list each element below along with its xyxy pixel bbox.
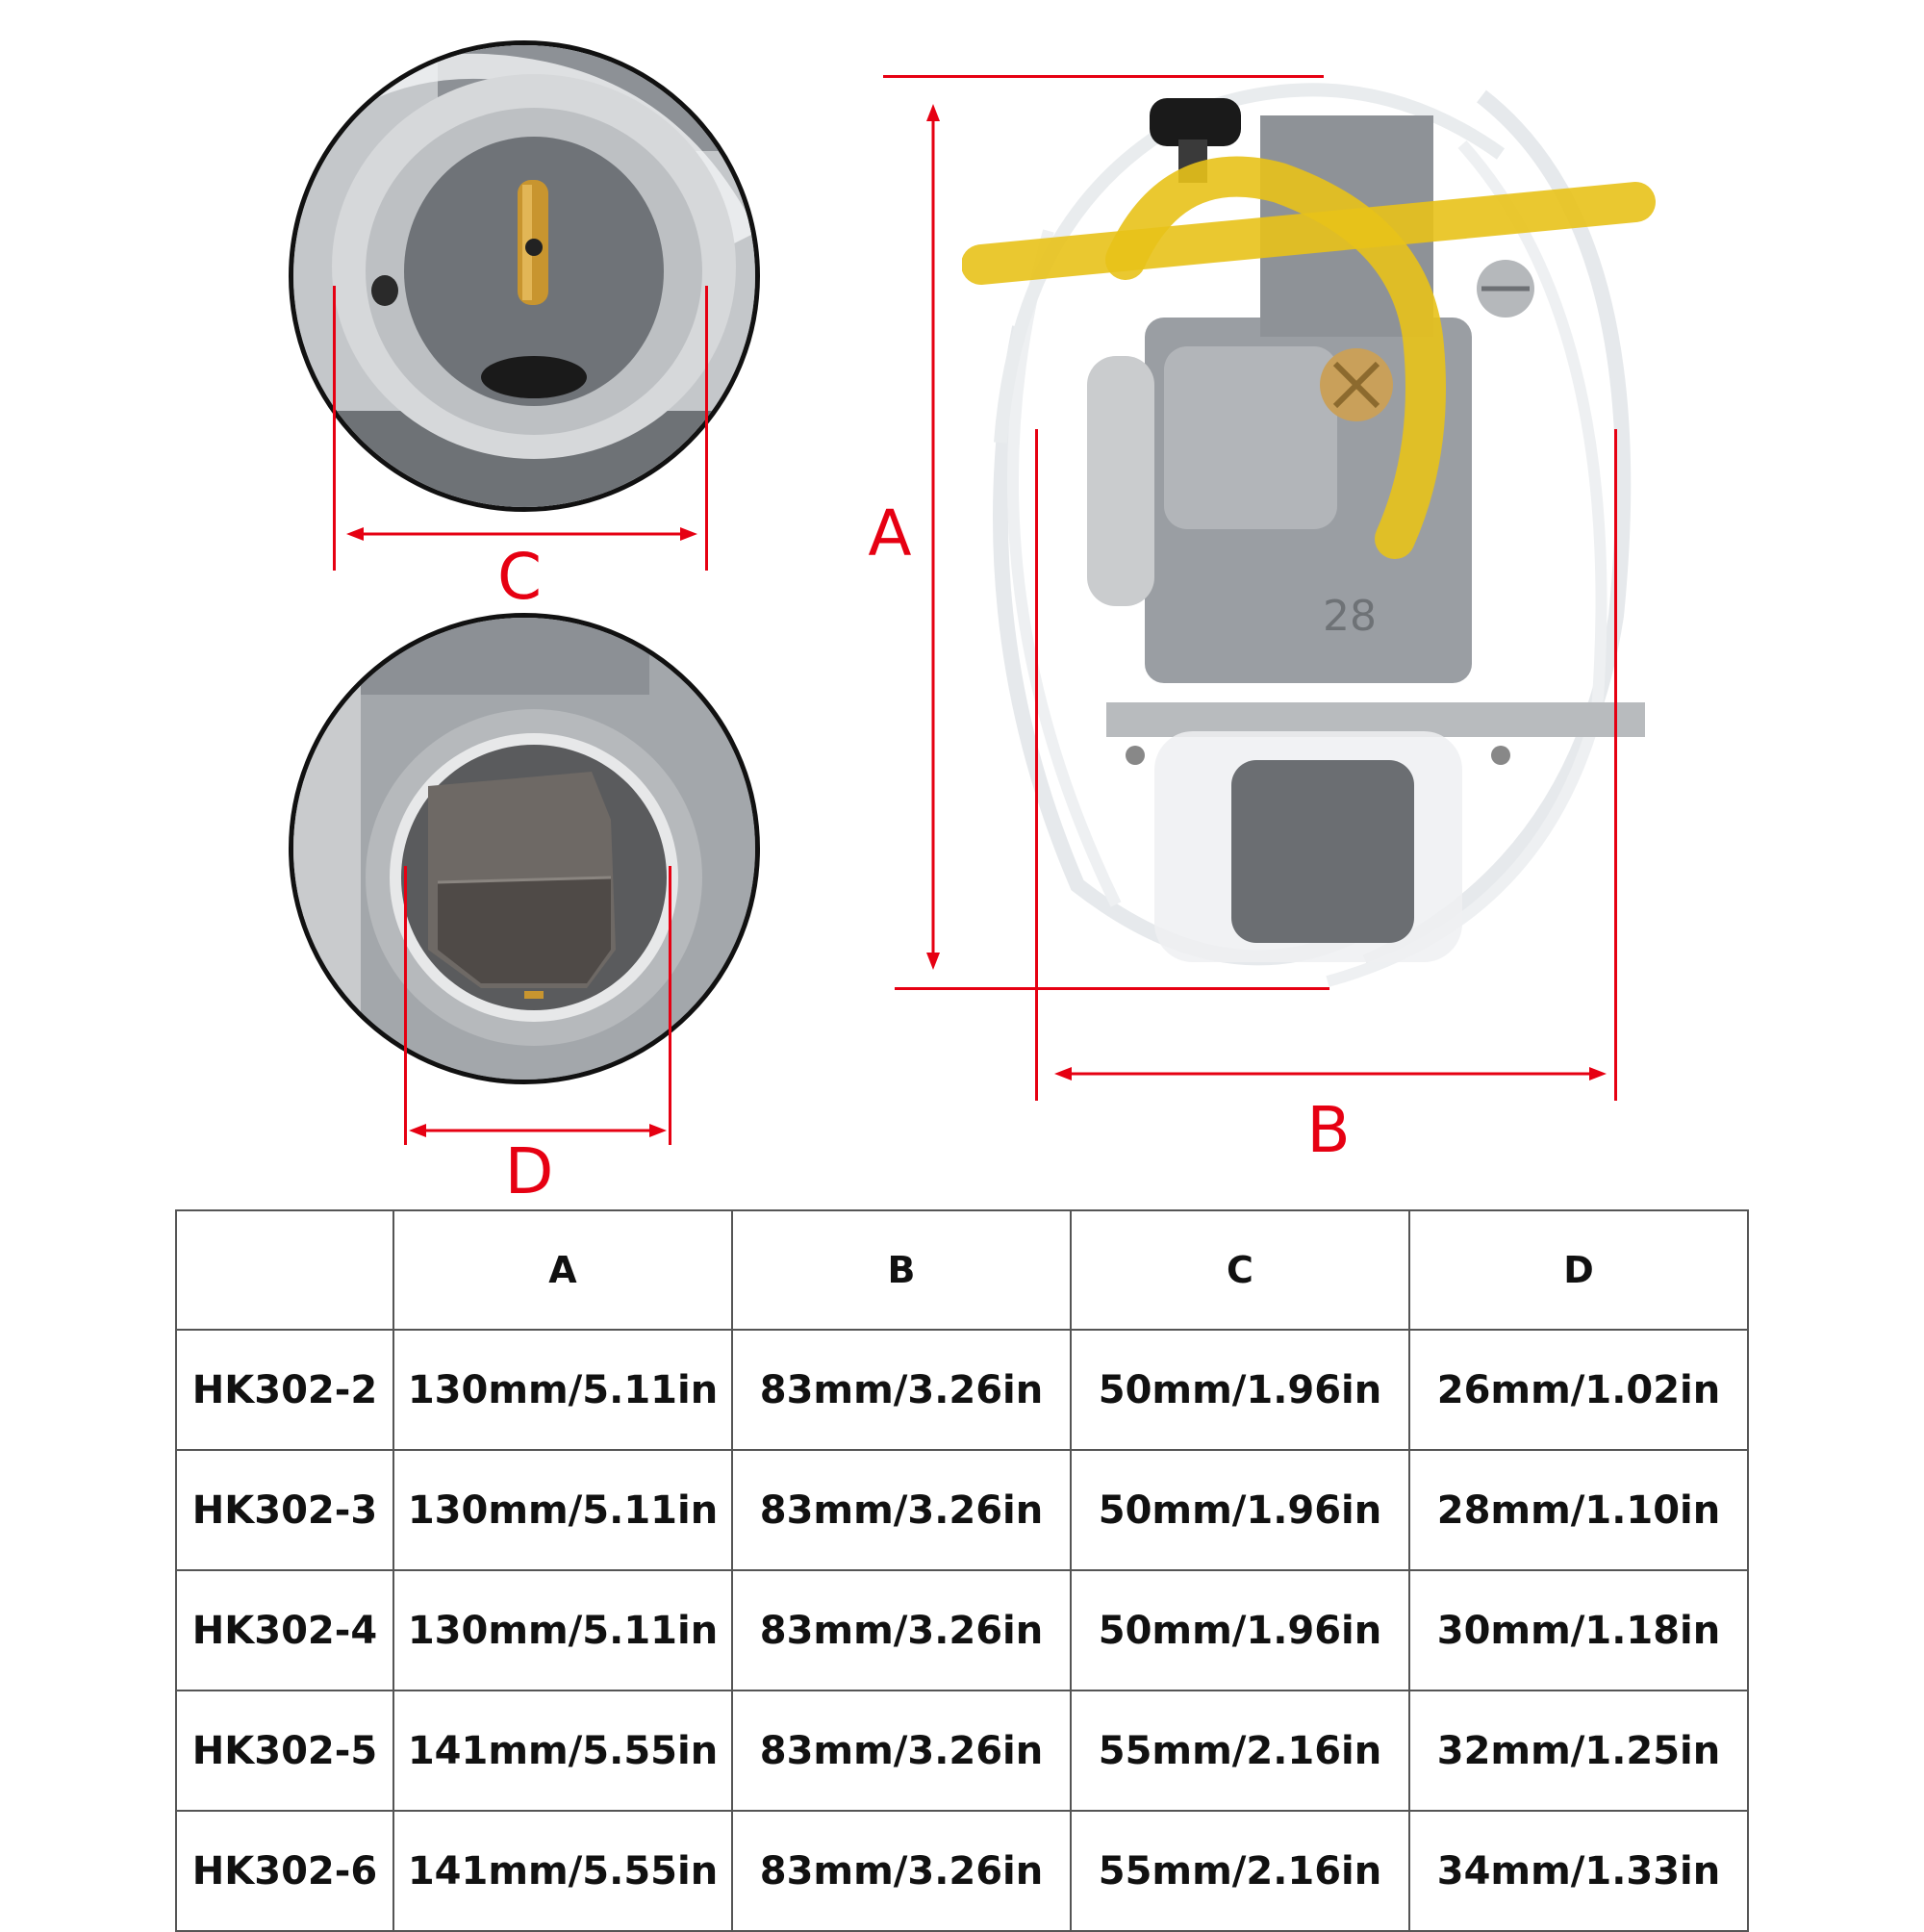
- a-cell: 130mm/5.11in: [392, 1449, 733, 1571]
- dimension-label-c: C: [496, 540, 543, 614]
- dimension-spec-table: A B C D HK302-2 130mm/5.11in 83mm/3.26in…: [175, 1209, 1749, 1932]
- table-header-row: A B C D: [175, 1209, 1749, 1331]
- d-extension-right: [669, 866, 671, 1145]
- table-row: HK302-6 141mm/5.55in 83mm/3.26in 55mm/2.…: [175, 1810, 1749, 1932]
- header-a: A: [392, 1209, 733, 1331]
- table-row: HK302-2 130mm/5.11in 83mm/3.26in 50mm/1.…: [175, 1329, 1749, 1451]
- a-extension-bottom: [895, 987, 1329, 990]
- model-cell: HK302-5: [175, 1690, 394, 1812]
- b-extension-right: [1614, 429, 1617, 1101]
- d-cell: 32mm/1.25in: [1408, 1690, 1749, 1812]
- d-cell: 26mm/1.02in: [1408, 1329, 1749, 1451]
- b-cell: 83mm/3.26in: [731, 1449, 1072, 1571]
- carburetor-size-marking: 28: [1323, 592, 1377, 641]
- d-cell: 30mm/1.18in: [1408, 1569, 1749, 1691]
- d-dimension-arrow: [409, 1124, 667, 1137]
- a-dimension-arrow: [926, 104, 940, 970]
- header-model: [175, 1209, 394, 1331]
- model-cell: HK302-4: [175, 1569, 394, 1691]
- table-row: HK302-3 130mm/5.11in 83mm/3.26in 50mm/1.…: [175, 1449, 1749, 1571]
- header-c: C: [1070, 1209, 1410, 1331]
- b-cell: 83mm/3.26in: [731, 1690, 1072, 1812]
- c-extension-left: [333, 286, 336, 571]
- a-cell: 130mm/5.11in: [392, 1329, 733, 1451]
- header-b: B: [731, 1209, 1072, 1331]
- a-cell: 130mm/5.11in: [392, 1569, 733, 1691]
- outlet-bore-photo: [289, 613, 760, 1084]
- c-dimension-arrow: [346, 527, 697, 541]
- dimension-label-a: A: [868, 496, 912, 571]
- intake-bore-photo: [289, 40, 760, 512]
- b-cell: 83mm/3.26in: [731, 1810, 1072, 1932]
- c-cell: 55mm/2.16in: [1070, 1690, 1410, 1812]
- c-cell: 50mm/1.96in: [1070, 1569, 1410, 1691]
- header-d: D: [1408, 1209, 1749, 1331]
- table-row: HK302-4 130mm/5.11in 83mm/3.26in 50mm/1.…: [175, 1569, 1749, 1691]
- d-extension-left: [404, 866, 407, 1145]
- dimension-label-d: D: [504, 1134, 554, 1208]
- a-extension-top: [883, 75, 1324, 78]
- d-cell: 28mm/1.10in: [1408, 1449, 1749, 1571]
- table-row: HK302-5 141mm/5.55in 83mm/3.26in 55mm/2.…: [175, 1690, 1749, 1812]
- c-cell: 55mm/2.16in: [1070, 1810, 1410, 1932]
- c-cell: 50mm/1.96in: [1070, 1329, 1410, 1451]
- b-extension-left: [1035, 429, 1038, 1101]
- outlet-bore-illustration: [293, 618, 755, 1080]
- dimension-label-b: B: [1306, 1093, 1351, 1167]
- model-cell: HK302-3: [175, 1449, 394, 1571]
- c-cell: 50mm/1.96in: [1070, 1449, 1410, 1571]
- a-cell: 141mm/5.55in: [392, 1690, 733, 1812]
- b-cell: 83mm/3.26in: [731, 1569, 1072, 1691]
- b-cell: 83mm/3.26in: [731, 1329, 1072, 1451]
- model-cell: HK302-6: [175, 1810, 394, 1932]
- d-cell: 34mm/1.33in: [1408, 1810, 1749, 1932]
- b-dimension-arrow: [1054, 1067, 1607, 1080]
- a-cell: 141mm/5.55in: [392, 1810, 733, 1932]
- c-extension-right: [705, 286, 708, 571]
- model-cell: HK302-2: [175, 1329, 394, 1451]
- intake-bore-illustration: [293, 45, 755, 507]
- carburetor-side-photo: 28: [962, 83, 1656, 987]
